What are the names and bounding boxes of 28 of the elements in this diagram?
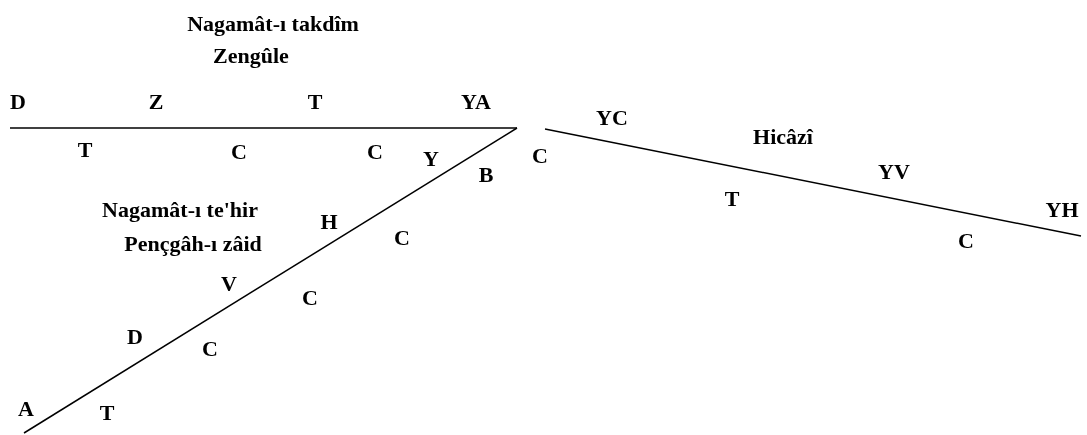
- note-letter: Y: [423, 147, 439, 171]
- note-letter: T: [724, 187, 740, 211]
- note-letter: A: [18, 397, 34, 421]
- note-letter: D: [127, 325, 143, 349]
- note-letter: D: [10, 90, 26, 114]
- note-letter: C: [231, 140, 247, 164]
- note-letter: YH: [1045, 198, 1079, 222]
- section-heading: Zengûle: [213, 44, 289, 68]
- note-letter: C: [532, 144, 548, 168]
- note-letter: YC: [596, 106, 628, 130]
- note-letter: V: [221, 272, 237, 296]
- note-letter: T: [307, 90, 323, 114]
- note-letter: YV: [878, 160, 910, 184]
- note-letter: T: [99, 401, 115, 425]
- note-letter: C: [394, 226, 410, 250]
- note-letter: H: [320, 210, 338, 234]
- note-letter: C: [958, 229, 974, 253]
- section-heading: Nagamât-ı takdîm: [187, 12, 359, 36]
- note-letter: B: [478, 163, 494, 187]
- section-heading: Hicâzî: [753, 125, 813, 149]
- section-heading: Nagamât-ı te'hir: [102, 198, 258, 222]
- note-letter: Z: [148, 90, 164, 114]
- note-letter: T: [77, 138, 93, 162]
- note-letter: C: [202, 337, 218, 361]
- note-letter: YA: [461, 90, 491, 114]
- note-letter: C: [302, 286, 318, 310]
- section-heading: Pençgâh-ı zâid: [124, 232, 262, 256]
- note-letter: C: [367, 140, 383, 164]
